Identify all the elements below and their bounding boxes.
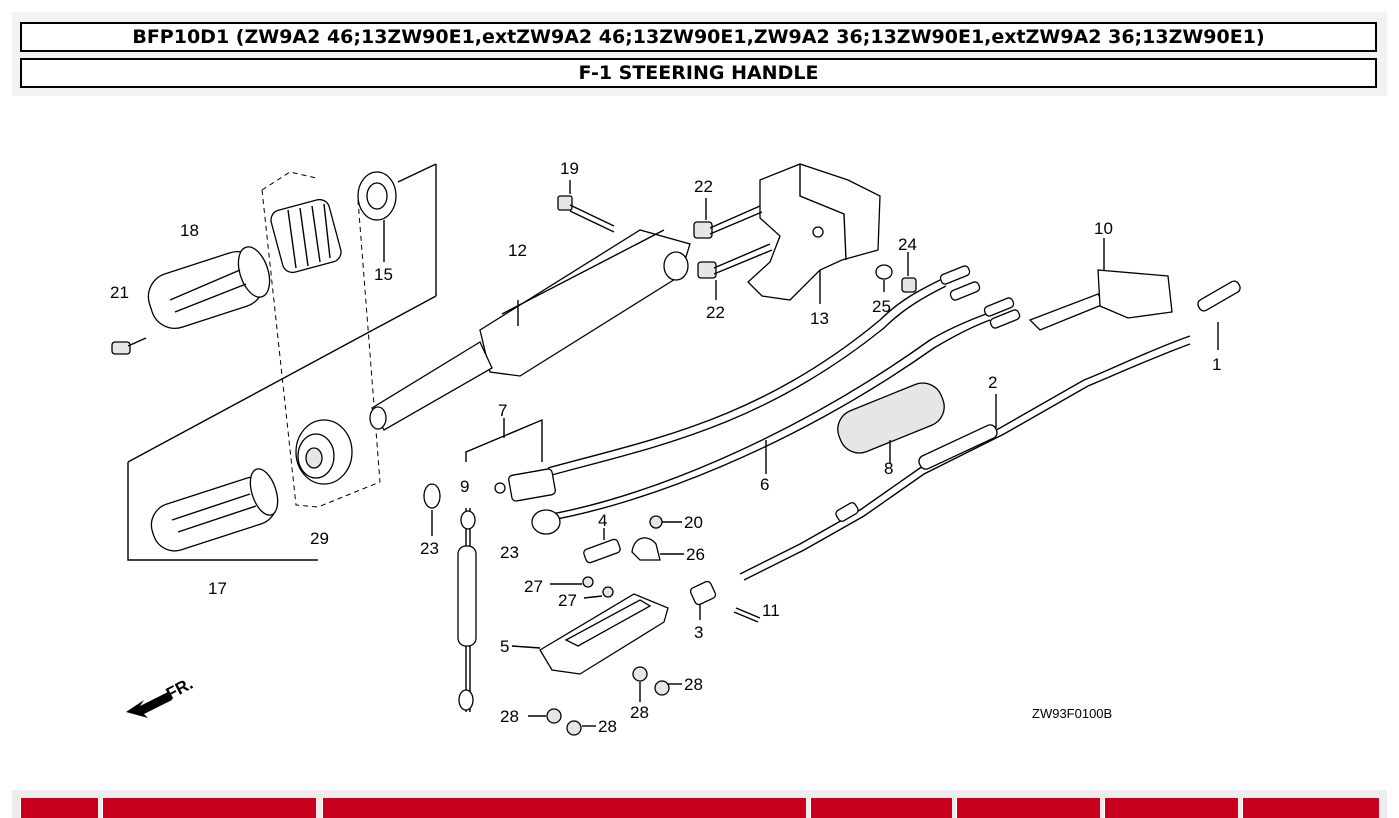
callout-label: 19	[560, 159, 579, 178]
bracket-13	[747, 163, 881, 304]
callout-label: 2	[988, 373, 997, 392]
table-header-cell[interactable]	[20, 798, 98, 818]
plate-4	[583, 528, 621, 564]
callout-label: 28	[598, 717, 617, 736]
bolt-22-lower	[697, 243, 773, 300]
cage-part	[270, 198, 342, 274]
header-panel: BFP10D1 (ZW9A2 46;13ZW90E1,extZW9A2 46;1…	[12, 12, 1387, 96]
bolts-28	[528, 666, 682, 736]
callout-label: 23	[500, 543, 519, 562]
callout-label: 20	[684, 513, 703, 532]
callout-label: 3	[694, 623, 703, 642]
chain-9	[457, 508, 477, 712]
callout-label: 12	[508, 241, 527, 260]
callout-label: 11	[762, 601, 780, 620]
callout-label: 28	[500, 707, 519, 726]
callout-label: 4	[598, 511, 607, 530]
callout-label: 1	[1212, 355, 1221, 374]
grip-group-outline	[127, 163, 437, 561]
tiller-12	[369, 229, 691, 431]
ring-part	[357, 171, 397, 262]
grip-18	[147, 246, 271, 329]
parts-table-header	[12, 790, 1387, 818]
callout-label: 21	[110, 283, 129, 302]
callout-label: 17	[208, 579, 227, 598]
front-arrow-icon: FR.	[126, 674, 196, 718]
callout-label: 27	[558, 591, 577, 610]
callout-label: 6	[760, 475, 769, 494]
table-header-cell[interactable]	[1242, 798, 1379, 818]
callout-label: 23	[420, 539, 439, 558]
spool-29	[295, 419, 353, 485]
cover-8	[837, 382, 945, 464]
base-5	[511, 593, 669, 675]
clip-23	[423, 483, 441, 536]
table-header-cell[interactable]	[956, 798, 1100, 818]
callout-label: 9	[460, 477, 469, 496]
cable-2	[739, 335, 1191, 581]
table-header-cell[interactable]	[102, 798, 316, 818]
table-header-cell[interactable]	[322, 798, 806, 818]
callout-label: 10	[1094, 219, 1113, 238]
callout-label: 5	[500, 637, 509, 656]
nut-24-washer-25	[875, 252, 917, 293]
callout-labels: 1 2 3 4 5 6 7 8 9 10 11 12 13 15 17 18 1…	[110, 159, 1221, 736]
callout-label: 15	[374, 265, 393, 284]
lever-10	[1028, 238, 1173, 331]
callout-label: 25	[872, 297, 891, 316]
table-header-cell[interactable]	[810, 798, 952, 818]
bolt-21	[111, 337, 147, 355]
screw-20-clamp-26	[631, 515, 684, 561]
callout-label: 26	[686, 545, 705, 564]
callout-label: 28	[630, 703, 649, 722]
bolt-19	[557, 180, 615, 233]
table-header-cell[interactable]	[1104, 798, 1238, 818]
screws-27	[550, 576, 614, 599]
callout-label: 13	[810, 309, 829, 328]
section-title: F-1 STEERING HANDLE	[20, 58, 1377, 88]
callout-label: 27	[524, 577, 543, 596]
model-title: BFP10D1 (ZW9A2 46;13ZW90E1,extZW9A2 46;1…	[20, 22, 1377, 52]
callout-label: 7	[498, 401, 507, 420]
callout-label: 29	[310, 529, 329, 548]
switch-7	[465, 418, 561, 535]
parts-diagram: FR. 1 2 3 4 5 6 7 8 9 10 11 12 13 15 17 …	[110, 159, 1241, 736]
callout-label: 22	[694, 177, 713, 196]
callout-label: 18	[180, 221, 199, 240]
bolt-22-upper	[693, 198, 763, 239]
callout-label: 28	[684, 675, 703, 694]
link-1	[1197, 280, 1241, 350]
grip-17	[150, 468, 279, 552]
callout-label: 24	[898, 235, 917, 254]
callout-label: 22	[706, 303, 725, 322]
harness-6	[539, 265, 1021, 523]
callout-label: 8	[884, 459, 893, 478]
joint-3-pin-11	[689, 580, 761, 623]
diagram-code: ZW93F0100B	[1032, 706, 1112, 721]
